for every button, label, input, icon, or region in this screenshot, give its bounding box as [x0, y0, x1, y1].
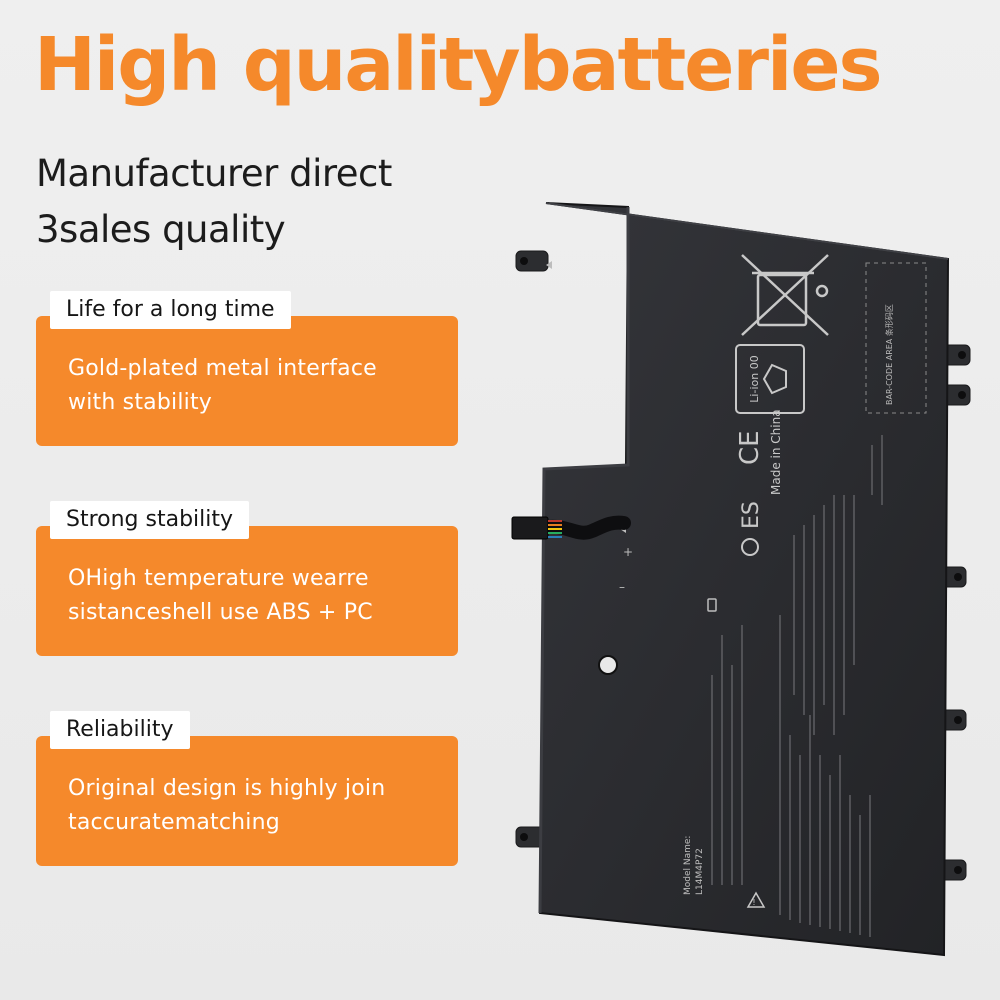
feature-description-3-line-2: taccuratematching	[68, 810, 280, 835]
feature-tag-3: Reliability	[50, 711, 190, 749]
feature-card-1: Gold-plated metal interface with stabili…	[36, 316, 458, 446]
made-in-label: Made in China	[769, 409, 783, 495]
subheadline-line-1: Manufacturer direct	[36, 152, 392, 195]
battery-connector	[511, 515, 631, 540]
li-ion-label: Li-ion 00	[748, 355, 761, 402]
feature-description-2-line-2: sistanceshell use ABS + PC	[68, 600, 373, 625]
svg-text:!: !	[752, 898, 755, 907]
laptop-battery-image: + – Li-ion 00 CE ES Made in China	[511, 202, 971, 957]
recycle-bin-symbol	[741, 254, 829, 336]
feature-description-1-line-1: Gold-plated metal interface	[68, 356, 377, 381]
subheadline-line-2: 3sales quality	[36, 208, 286, 251]
feature-description-1: Gold-plated metal interface with stabili…	[68, 352, 377, 420]
model-name-label: Model Name:	[683, 836, 693, 895]
feature-description-3-line-1: Original design is highly join	[68, 776, 386, 801]
feature-tag-1: Life for a long time	[50, 291, 291, 329]
barcode-area: BAR-CODE AREA 条形码区	[865, 262, 927, 414]
feature-card-3: Original design is highly join taccurate…	[36, 736, 458, 866]
model-number-label: L14M4P72	[695, 848, 705, 895]
svg-text:+: +	[623, 545, 633, 559]
feature-card-2: OHigh temperature wearre sistanceshell u…	[36, 526, 458, 656]
fine-print-texture	[711, 435, 883, 937]
certification-mark: ES	[739, 501, 764, 529]
svg-text:–: –	[619, 580, 625, 594]
headline: High qualitybatteries	[34, 22, 883, 108]
feature-tag-2: Strong stability	[50, 501, 250, 539]
feature-description-2-line-1: OHigh temperature wearre	[68, 566, 369, 591]
certification-circle-icon	[741, 538, 759, 556]
feature-description-2: OHigh temperature wearre sistanceshell u…	[68, 562, 373, 630]
ce-mark: CE	[735, 430, 765, 465]
warning-icon: !	[746, 891, 766, 908]
li-ion-recycle-badge: Li-ion 00	[735, 344, 805, 414]
barcode-area-label: BAR-CODE AREA 条形码区	[884, 304, 894, 405]
screw-hole	[598, 655, 618, 675]
feature-description-3: Original design is highly join taccurate…	[68, 772, 385, 840]
feature-description-1-line-2: with stability	[68, 390, 212, 415]
